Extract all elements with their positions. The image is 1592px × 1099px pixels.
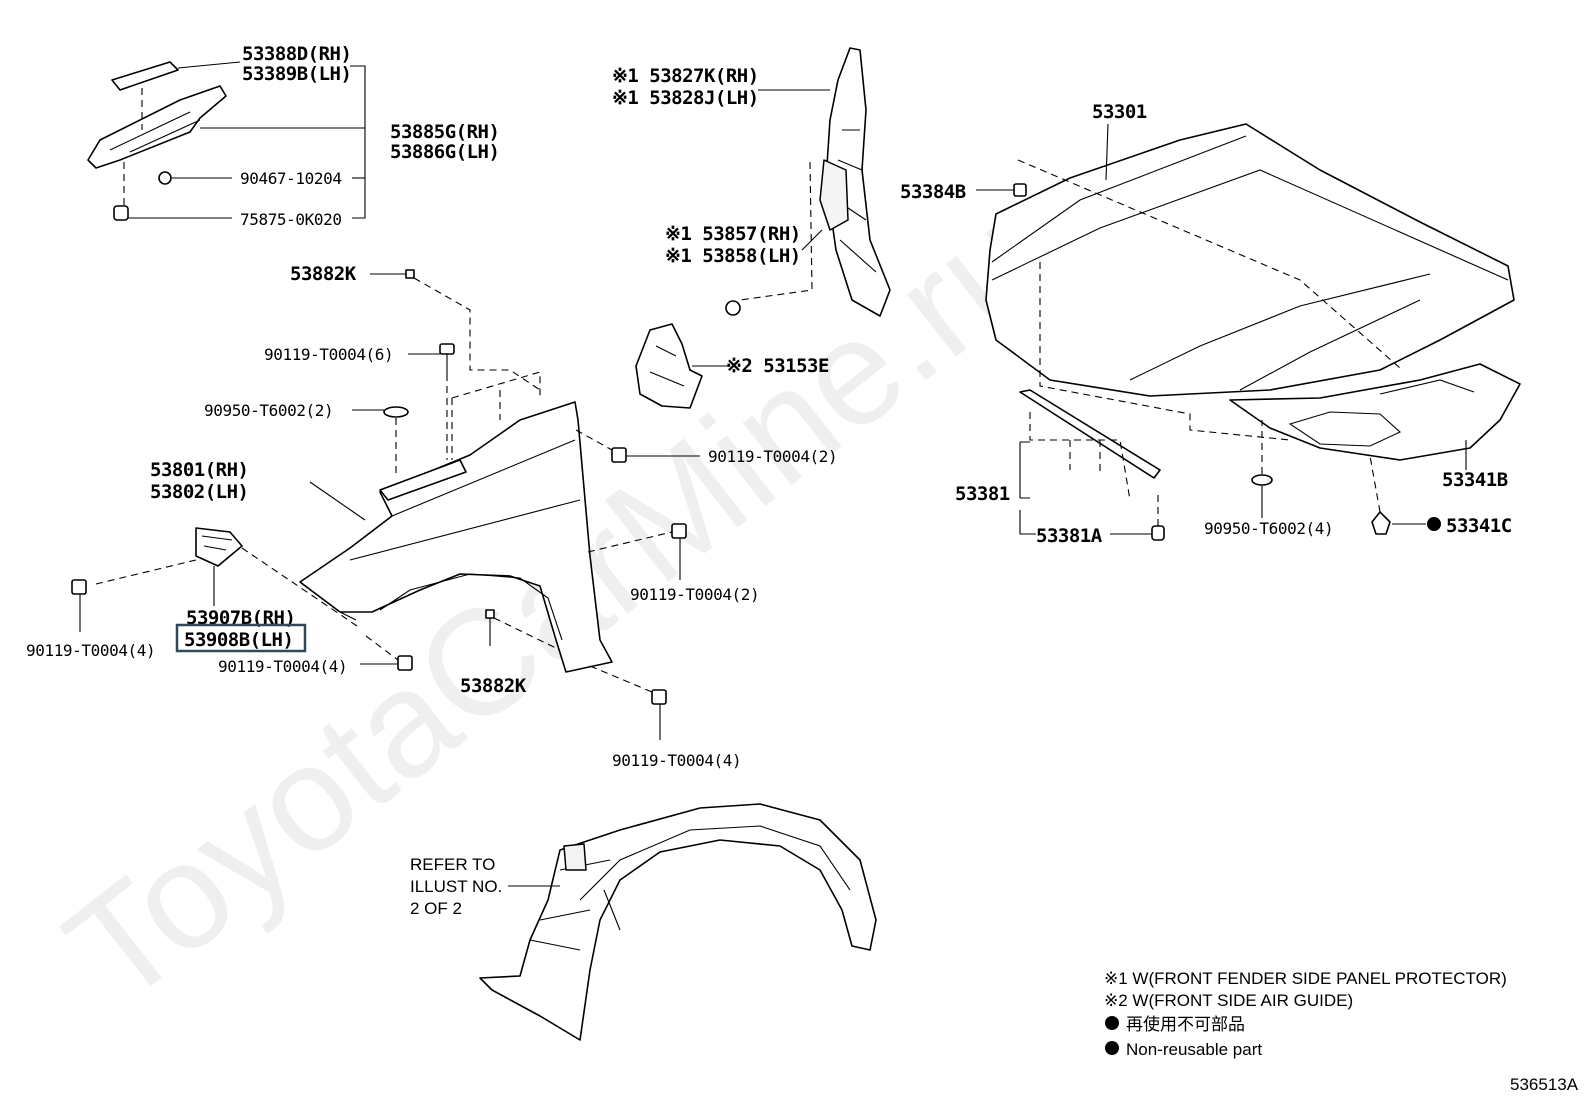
bolt-90119-2-lower[interactable] [671, 523, 687, 539]
label-53802: 53802(LH) [150, 481, 248, 503]
fender-liner[interactable] [479, 803, 877, 1041]
bolt-90119-6[interactable] [439, 343, 455, 355]
fender-liner-group [479, 803, 877, 1041]
hood-group [976, 123, 1521, 541]
label-53389B: 53389B(LH) [242, 63, 351, 85]
hood-seal-53381[interactable] [1019, 389, 1161, 479]
label-53886G: 53886G(LH) [390, 141, 499, 163]
label-53882K-top: 53882K [290, 263, 357, 285]
label-90950-T6002-4: 90950-T6002(4) [1204, 519, 1333, 538]
drawing-id: 536513A [1510, 1075, 1579, 1094]
hood-53301[interactable] [985, 123, 1515, 397]
clip-53882K-bottom[interactable] [485, 609, 495, 619]
fender-mount-flange [379, 459, 467, 501]
label-53885G: 53885G(RH) [390, 121, 499, 143]
side-panel-seal-53857[interactable] [819, 159, 849, 231]
refer-note-line3: 2 OF 2 [410, 899, 462, 918]
bolt-90119-4-mid[interactable] [397, 655, 413, 671]
label-90119-T0004-2-lower: 90119-T0004(2) [630, 585, 759, 604]
label-90119-T0004-4-left: 90119-T0004(4) [26, 641, 155, 660]
label-53341B: 53341B [1442, 469, 1508, 491]
seal-strip-53388D[interactable] [111, 61, 179, 91]
washer-90950-4[interactable] [1251, 474, 1273, 486]
clip-53341C[interactable] [1371, 511, 1391, 535]
label-53882K-bottom: 53882K [460, 675, 527, 697]
label-90119-T0004-4-mid: 90119-T0004(4) [218, 657, 347, 676]
label-90119-T0004-4-bottom: 90119-T0004(4) [612, 751, 741, 770]
washer-90950-2[interactable] [383, 406, 409, 418]
legend-note-1: ※1 W(FRONT FENDER SIDE PANEL PROTECTOR) [1104, 969, 1507, 988]
side-panel-protector-53827K[interactable] [825, 47, 891, 317]
refer-note-line2: ILLUST NO. [410, 877, 502, 896]
label-53907B: 53907B(RH) [186, 607, 295, 629]
highlight-box-53908B [175, 623, 307, 653]
cowl-seal-bracket-53885G[interactable] [87, 85, 227, 169]
legend-non-reusable-en: Non-reusable part [1126, 1040, 1262, 1059]
label-75875-0K020: 75875-0K020 [240, 210, 342, 229]
fender-bracket-53907B[interactable] [195, 527, 243, 567]
label-53301: 53301 [1092, 101, 1147, 123]
refer-note-line1: REFER TO [410, 855, 495, 874]
hood-cushion-53384B[interactable] [1013, 183, 1027, 197]
clip-90467[interactable] [158, 171, 172, 185]
clip-side-panel[interactable] [725, 300, 741, 316]
cowl-side-seal-group [87, 61, 366, 221]
label-53384B: 53384B [900, 181, 966, 203]
bolt-90119-2-upper[interactable] [611, 447, 627, 463]
label-90119-T0004-6: 90119-T0004(6) [264, 345, 393, 364]
label-53381A: 53381A [1036, 525, 1103, 547]
non-reusable-bullet-icon-2 [1105, 1041, 1119, 1055]
label-90119-T0004-2-upper: 90119-T0004(2) [708, 447, 837, 466]
hood-insulator-53341B[interactable] [1229, 363, 1521, 461]
label-90950-T6002-2: 90950-T6002(2) [204, 401, 333, 420]
label-53908B[interactable]: 53908B(LH) [184, 629, 294, 651]
label-53341C: 53341C [1446, 515, 1512, 537]
label-53153E: ※2 53153E [726, 355, 829, 377]
bolt-90119-4-left[interactable] [71, 579, 87, 595]
label-53828J: ※1 53828J(LH) [612, 87, 759, 109]
label-53827K: ※1 53827K(RH) [612, 65, 759, 87]
legend-note-2: ※2 W(FRONT SIDE AIR GUIDE) [1104, 991, 1353, 1010]
side-panel-protector-group [635, 47, 891, 409]
non-reusable-mark-53341C [1427, 517, 1441, 531]
label-53858: ※1 53858(LH) [665, 245, 801, 267]
non-reusable-bullet-icon [1105, 1016, 1119, 1030]
air-guide-53153E[interactable] [635, 323, 703, 409]
label-53381: 53381 [955, 483, 1010, 505]
liner-tab [563, 843, 587, 871]
clip-75875[interactable] [113, 205, 129, 221]
clip-53381A[interactable] [1151, 525, 1165, 541]
clip-53882K-top[interactable] [405, 269, 415, 279]
label-53801: 53801(RH) [150, 459, 248, 481]
legend: ※1 W(FRONT FENDER SIDE PANEL PROTECTOR) … [1104, 969, 1507, 1059]
label-53388D: 53388D(RH) [242, 43, 351, 65]
fender-group [71, 269, 700, 740]
legend-non-reusable-jp: 再使用不可部品 [1126, 1014, 1245, 1034]
label-53857: ※1 53857(RH) [665, 223, 801, 245]
bolt-90119-4-bottom[interactable] [651, 689, 667, 705]
label-90467-10204: 90467-10204 [240, 169, 342, 188]
